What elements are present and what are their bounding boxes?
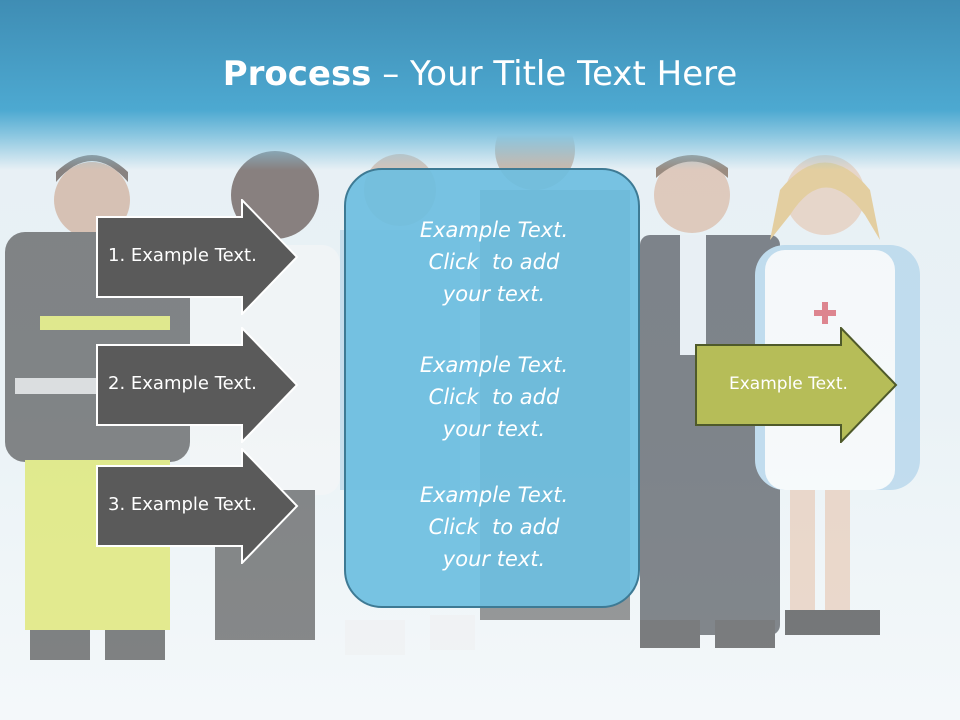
paragraph-line: Click to add [428, 515, 560, 539]
arrow-shape [96, 446, 299, 566]
process-arrow-3[interactable]: 3. Example Text. [96, 446, 300, 568]
process-arrow-2[interactable]: 2. Example Text. [96, 325, 300, 447]
paragraph-line: Example Text. [419, 483, 569, 507]
paragraph-line: your text. [442, 417, 546, 441]
title-bar [0, 0, 960, 170]
result-arrow[interactable]: Example Text. [695, 325, 899, 447]
center-paragraph-3: Example Text. Click to add your text. [346, 479, 642, 575]
center-paragraph-1: Example Text. Click to add your text. [346, 214, 642, 310]
title-bold: Process [222, 54, 372, 94]
paragraph-line: Example Text. [419, 218, 569, 242]
arrow-shape [96, 197, 299, 317]
center-paragraph-2: Example Text. Click to add your text. [346, 349, 642, 445]
arrow-label: 3. Example Text. [108, 494, 257, 515]
paragraph-line: Click to add [428, 385, 560, 409]
arrow-label: 2. Example Text. [108, 373, 257, 394]
arrow-label: 1. Example Text. [108, 245, 257, 266]
paragraph-line: Example Text. [419, 353, 569, 377]
child-businessman [640, 155, 780, 648]
arrow-shape [695, 325, 898, 445]
paragraph-line: Click to add [428, 250, 560, 274]
arrow-label: Example Text. [729, 374, 848, 394]
process-arrow-1[interactable]: 1. Example Text. [96, 197, 300, 319]
slide-title[interactable]: Process – Your Title Text Here [0, 52, 960, 96]
center-text-box[interactable]: Example Text. Click to add your text. Ex… [344, 168, 640, 608]
arrow-shape [96, 325, 299, 445]
title-rest: – Your Title Text Here [371, 54, 738, 94]
paragraph-line: your text. [442, 547, 546, 571]
paragraph-line: your text. [442, 282, 546, 306]
